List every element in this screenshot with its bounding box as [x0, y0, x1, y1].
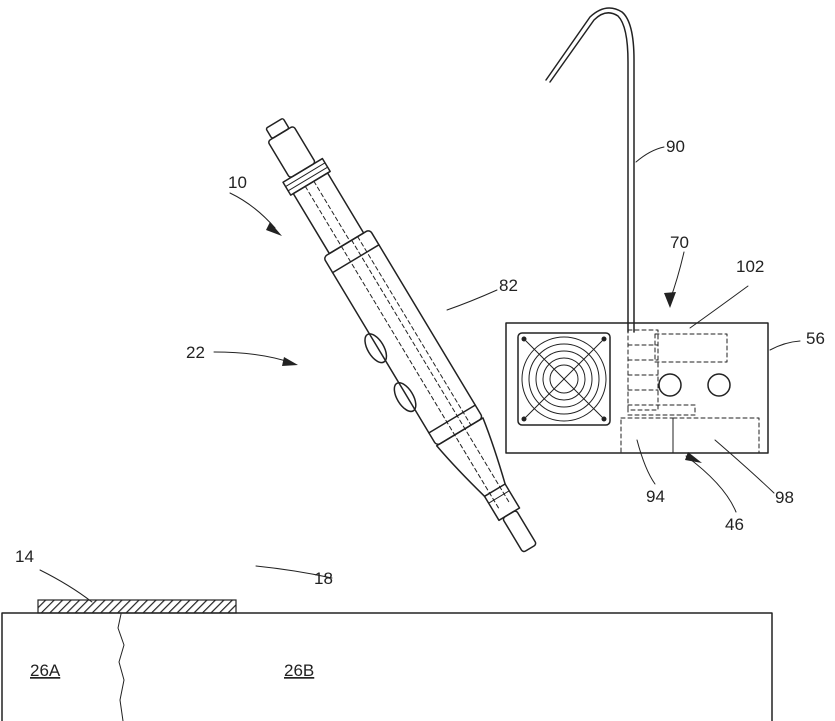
ref-grip-sleeve: 82: [499, 276, 518, 295]
ref-region-b: 26B: [284, 661, 314, 680]
ref-module-right: 98: [775, 488, 794, 507]
leader-lines: [40, 147, 800, 602]
ref-handheld-device: 22: [186, 343, 205, 362]
ref-module-left: 94: [646, 487, 665, 506]
ref-cable: 90: [666, 137, 685, 156]
ref-control-module: 46: [725, 515, 744, 534]
ref-display-panel: 102: [736, 257, 764, 276]
ref-workpiece-coating: 14: [15, 547, 34, 566]
ref-nozzle-tip: 18: [314, 569, 333, 588]
cable: [546, 8, 634, 332]
ref-system: 10: [228, 173, 247, 192]
coating-layer: [38, 600, 236, 613]
ref-enclosure: 56: [806, 329, 825, 348]
substrate: [2, 613, 772, 721]
ref-control-unit: 70: [670, 233, 689, 252]
enclosure: [506, 323, 768, 453]
ref-region-a: 26A: [30, 661, 61, 680]
